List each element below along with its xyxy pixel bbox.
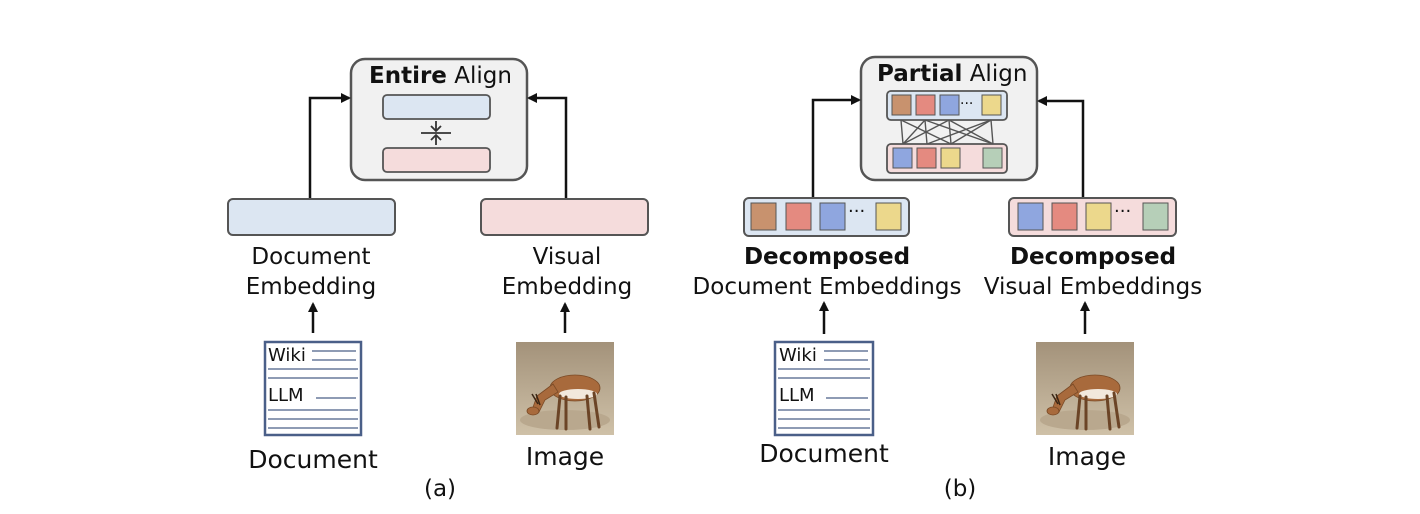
document-label: Document	[759, 439, 889, 468]
document-label: Document	[248, 445, 378, 474]
doc-word-wiki: Wiki	[268, 345, 306, 366]
image-label: Image	[1047, 442, 1127, 471]
partial-align-title: Partial Align	[877, 60, 1027, 88]
entire-align-title: Entire Align	[369, 62, 512, 90]
partial-align-rest: Align	[962, 61, 1028, 87]
document-embedding-bar	[227, 198, 396, 236]
token-blue	[819, 202, 846, 231]
token-yellow	[875, 202, 902, 231]
caption-a: (a)	[423, 476, 457, 502]
align-doc-bar	[382, 94, 491, 120]
entire-align-rest: Align	[446, 63, 512, 89]
deer-image	[516, 342, 614, 435]
embeddings-ellipsis: ···	[848, 201, 866, 222]
token-yellow	[940, 147, 961, 169]
document-icon	[263, 340, 363, 437]
decomposed-document-embeddings-label: Decomposed Document Embeddings	[692, 244, 962, 300]
document-icon	[773, 340, 875, 437]
panel-b	[743, 55, 1177, 437]
image-label: Image	[525, 442, 605, 471]
doc-word-llm: LLM	[268, 385, 304, 406]
token-blue	[892, 147, 913, 169]
token-blue	[939, 94, 960, 116]
token-red	[916, 147, 937, 169]
align-visual-bar	[382, 147, 491, 173]
token-red	[785, 202, 812, 231]
token-yellow	[1085, 202, 1112, 231]
caption-b: (b)	[943, 476, 977, 502]
arrow-doc-to-partial-align	[811, 95, 861, 197]
doc-word-llm: LLM	[779, 385, 815, 406]
entire-align-bold: Entire	[369, 63, 447, 89]
doc-word-wiki: Wiki	[779, 345, 817, 366]
token-blue	[1017, 202, 1044, 231]
token-yellow	[981, 94, 1002, 116]
panel-a	[227, 57, 649, 437]
align-row-ellipsis: ···	[960, 96, 974, 112]
arrow-visual-to-partial-align	[1037, 96, 1085, 197]
visual-embedding-label: Visual Embedding	[501, 244, 633, 300]
embeddings-ellipsis: ···	[1114, 201, 1132, 222]
document-embedding-label: Document Embedding	[245, 244, 377, 300]
arrow-visual-to-align	[527, 93, 568, 198]
token-red	[915, 94, 936, 116]
token-brown	[891, 94, 912, 116]
decomposed-visual-embeddings-label: Decomposed Visual Embeddings	[983, 244, 1203, 300]
partial-align-bold: Partial	[877, 61, 963, 87]
visual-embedding-bar	[480, 198, 649, 236]
token-green	[1142, 202, 1169, 231]
token-green	[982, 147, 1003, 169]
arrow-doc-to-align	[308, 93, 351, 198]
token-brown	[750, 202, 777, 231]
deer-image	[1036, 342, 1134, 435]
compress-icon	[421, 121, 451, 145]
cross-links	[900, 119, 994, 145]
token-red	[1051, 202, 1078, 231]
